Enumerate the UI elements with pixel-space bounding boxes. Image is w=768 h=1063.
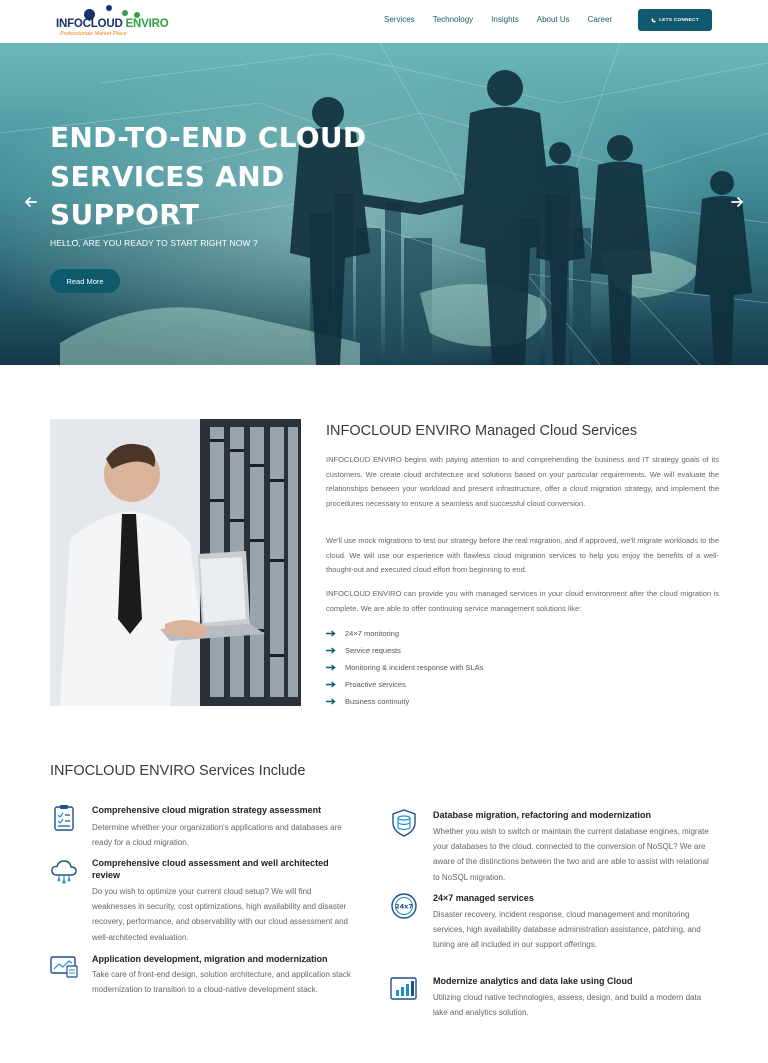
slider-next-arrow-icon[interactable] [730, 195, 744, 209]
service-title: Database migration, refactoring and mode… [433, 810, 652, 820]
list-item: Service requests [326, 642, 483, 659]
service-description: Disaster recovery, incident response, cl… [433, 910, 701, 950]
service-title: 24×7 managed services [433, 893, 534, 903]
service-description: Do you wish to optimize your current clo… [92, 887, 348, 942]
arrow-right-icon [326, 698, 336, 705]
list-item: Business continuity [326, 693, 483, 710]
logo-tagline: Professionals Market Place [60, 31, 127, 37]
services-include-title: INFOCLOUD ENVIRO Services Include [50, 763, 306, 779]
phone-icon [651, 18, 656, 22]
arrow-right-icon [326, 647, 336, 654]
list-item: 24×7 monitoring [326, 625, 483, 642]
logo-dots [82, 5, 142, 20]
managed-paragraph-3: INFOCLOUD ENVIRO can provide you with ma… [326, 589, 719, 613]
nav-about-us[interactable]: About Us [536, 15, 570, 24]
service-item: Comprehensive cloud assessment and well … [50, 857, 360, 947]
site-header: INFOCLOUD ENVIRO Professionals Market Pl… [0, 0, 768, 43]
service-title: Modernize analytics and data lake using … [433, 976, 633, 986]
lets-connect-label: LETS CONNECT [659, 17, 699, 23]
app-dashboard-icon [50, 956, 78, 978]
hero-subtitle: HELLO, ARE YOU READY TO START RIGHT NOW … [50, 238, 258, 248]
arrow-right-icon [326, 630, 336, 637]
service-title: Application development, migration and m… [92, 954, 328, 964]
list-item: Monitoring & incident response with SLAs [326, 659, 483, 676]
service-title: Comprehensive cloud assessment and well … [92, 858, 329, 880]
arrow-right-icon [326, 681, 336, 688]
service-description: Take care of front-end design, solution … [92, 970, 351, 995]
analytics-chart-icon [390, 977, 417, 1000]
service-item: Modernize analytics and data lake using … [390, 975, 720, 1025]
service-title: Comprehensive cloud migration strategy a… [92, 805, 322, 815]
hero-banner: END-TO-END CLOUD SERVICES AND SUPPORT HE… [0, 43, 768, 365]
managed-services-title: INFOCLOUD ENVIRO Managed Cloud Services [326, 423, 638, 439]
managed-paragraph-2: We'll use mock migrations to test our st… [326, 536, 719, 575]
service-item: Application development, migration and m… [50, 953, 360, 1013]
hero-title: END-TO-END CLOUD SERVICES AND SUPPORT [50, 121, 367, 231]
nav-technology[interactable]: Technology [432, 15, 474, 24]
site-logo[interactable]: INFOCLOUD ENVIRO Professionals Market Pl… [56, 4, 176, 38]
clipboard-checklist-icon [54, 805, 74, 831]
service-description: Determine whether your organization's ap… [92, 823, 342, 848]
list-item: Proactive services [326, 676, 483, 693]
service-item: 24x7 24×7 managed services Disaster reco… [390, 892, 720, 972]
engineer-server-photo [50, 419, 301, 706]
nav-career[interactable]: Career [587, 15, 613, 24]
cloud-network-icon [51, 860, 77, 884]
main-nav: Services Technology Insights About Us Ca… [384, 15, 630, 24]
hero-image [0, 43, 768, 365]
service-description: Whether you wish to switch or maintain t… [433, 827, 709, 882]
read-more-button[interactable]: Read More [50, 269, 120, 293]
service-item: Comprehensive cloud migration strategy a… [50, 804, 360, 854]
svg-text:24x7: 24x7 [395, 903, 413, 911]
logo-text: INFOCLOUD ENVIRO [56, 18, 169, 30]
database-shield-icon [392, 809, 416, 837]
slider-prev-arrow-icon[interactable] [24, 195, 38, 209]
arrow-right-icon [326, 664, 336, 671]
managed-paragraph-1: INFOCLOUD ENVIRO begins with paying atte… [326, 455, 719, 508]
lets-connect-button[interactable]: LETS CONNECT [638, 9, 712, 31]
nav-insights[interactable]: Insights [491, 15, 519, 24]
nav-services[interactable]: Services [384, 15, 415, 24]
service-item: Database migration, refactoring and mode… [390, 809, 720, 889]
service-description: Utilizing cloud native technologies, ass… [433, 993, 702, 1018]
managed-services-list: 24×7 monitoring Service requests Monitor… [326, 625, 483, 710]
clock-24-7-icon: 24x7 [391, 893, 417, 919]
